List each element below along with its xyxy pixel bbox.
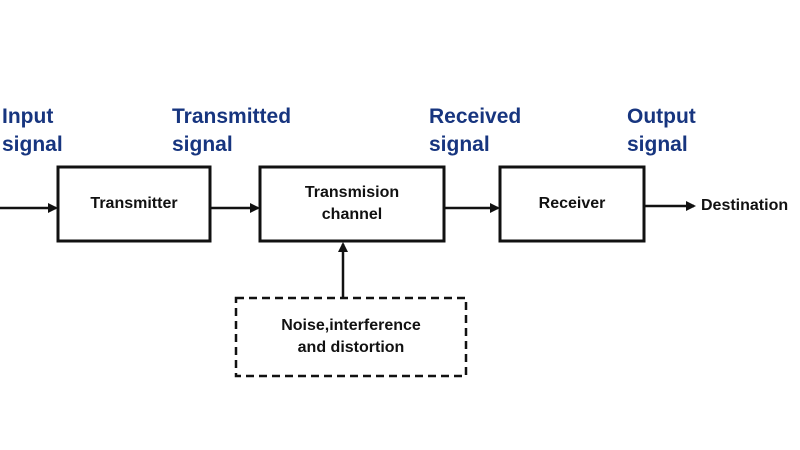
channel-label: Transmision channel bbox=[304, 184, 400, 223]
destination-label: Destination bbox=[701, 197, 789, 214]
transmitted-signal-label: Transmitted signal bbox=[172, 105, 292, 156]
transmitter-label: Transmitter bbox=[90, 195, 178, 212]
noise-box bbox=[234, 296, 468, 378]
output-signal-label: Output signal bbox=[627, 105, 696, 156]
receiver-box bbox=[498, 165, 646, 243]
transmitter-box bbox=[56, 165, 212, 243]
receiver-label: Receiver bbox=[538, 195, 606, 212]
input-signal-label: Input signal bbox=[2, 105, 63, 156]
channel-box bbox=[258, 165, 446, 243]
received-signal-label: Received signal bbox=[429, 105, 522, 156]
noise-label: Noise,interference and distortion bbox=[281, 317, 421, 356]
